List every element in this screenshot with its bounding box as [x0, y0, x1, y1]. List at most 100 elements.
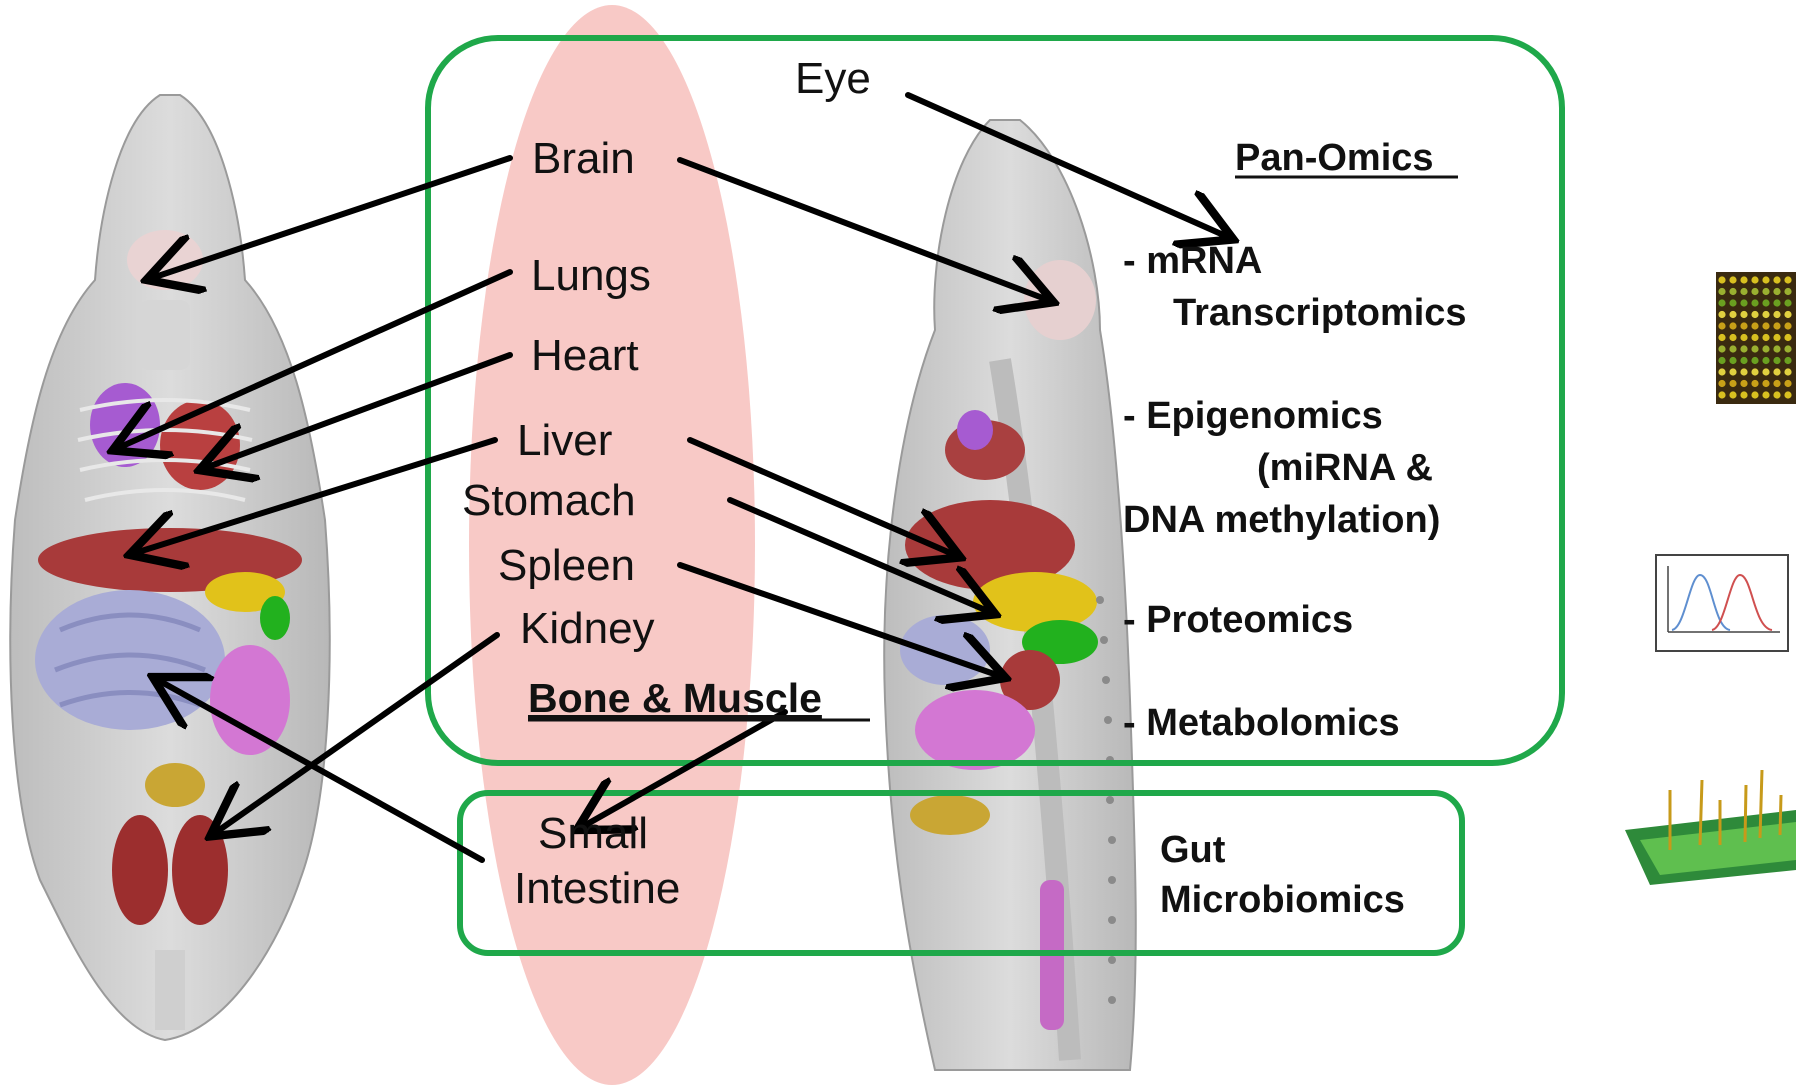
microarray-spot [1729, 334, 1736, 341]
microarray-spot [1740, 311, 1747, 318]
microarray-spot [1751, 380, 1758, 387]
microarray-spot [1729, 345, 1736, 352]
label-kidney: Kidney [520, 604, 655, 653]
label-liver: Liver [517, 416, 612, 465]
omics-mrna: - mRNA [1123, 240, 1262, 282]
microarray-spot [1751, 276, 1758, 283]
microarray-spot [1751, 322, 1758, 329]
microarray-spot [1740, 357, 1747, 364]
microarray-spot [1718, 276, 1725, 283]
microarray-spot [1784, 357, 1791, 364]
label-spleen: Spleen [498, 541, 635, 590]
label-lungs: Lungs [531, 251, 651, 300]
label-intestine: Intestine [514, 864, 680, 913]
microarray-thumbnail [1716, 272, 1796, 404]
mouse-side-illustration [884, 120, 1136, 1070]
microarray-spot [1762, 380, 1769, 387]
mass-spectrum-3d-thumbnail [1625, 770, 1796, 885]
microarray-spot [1773, 322, 1780, 329]
omics-proteomics: - Proteomics [1123, 599, 1353, 641]
microarray-spot [1729, 322, 1736, 329]
microarray-spot [1762, 276, 1769, 283]
microarray-spot [1751, 391, 1758, 398]
microarray-spot [1762, 334, 1769, 341]
microarray-spot [1718, 322, 1725, 329]
microarray-spot [1773, 299, 1780, 306]
omics-dna-methylation: DNA methylation) [1123, 499, 1440, 541]
microarray-spot [1784, 322, 1791, 329]
microarray-spot [1784, 299, 1791, 306]
microarray-spot [1740, 322, 1747, 329]
microarray-spot [1729, 288, 1736, 295]
microarray-spot [1773, 391, 1780, 398]
omics-transcriptomics: Transcriptomics [1173, 292, 1467, 334]
label-bone-muscle: Bone & Muscle [528, 675, 822, 721]
microarray-spot [1718, 391, 1725, 398]
microarray-spot [1784, 380, 1791, 387]
microarray-spot [1740, 276, 1747, 283]
omics-labels: Pan-Omics - mRNA Transcriptomics - Epige… [1123, 137, 1467, 921]
microarray-spot [1729, 368, 1736, 375]
microarray-spot [1718, 380, 1725, 387]
microarray-spot [1762, 322, 1769, 329]
microarray-spot [1718, 311, 1725, 318]
microarray-spot [1784, 334, 1791, 341]
microarray-spot [1751, 345, 1758, 352]
microarray-spot [1718, 299, 1725, 306]
microarray-spot [1762, 368, 1769, 375]
pan-omics-title: Pan-Omics [1235, 137, 1434, 179]
label-heart: Heart [531, 331, 639, 380]
microarray-spot [1751, 299, 1758, 306]
label-small: Small [538, 809, 648, 858]
microarray-spot [1751, 357, 1758, 364]
omics-gut: Gut [1160, 829, 1226, 871]
microarray-spot [1729, 299, 1736, 306]
microarray-spot [1762, 311, 1769, 318]
microarray-spot [1784, 368, 1791, 375]
microarray-spot [1740, 368, 1747, 375]
microarray-spot [1773, 357, 1780, 364]
label-eye: Eye [795, 54, 871, 103]
microarray-spot [1762, 391, 1769, 398]
spectrum-plot-thumbnail [1656, 555, 1788, 651]
microarray-spot [1718, 368, 1725, 375]
label-stomach: Stomach [462, 476, 636, 525]
microarray-spot [1740, 345, 1747, 352]
microarray-spot [1729, 380, 1736, 387]
omics-epigenomics: - Epigenomics [1123, 395, 1383, 437]
microarray-spot [1729, 357, 1736, 364]
microarray-spot [1784, 276, 1791, 283]
microarray-spot [1773, 380, 1780, 387]
omics-microbiomics: Microbiomics [1160, 879, 1405, 921]
microarray-spot [1718, 288, 1725, 295]
microarray-spot [1729, 391, 1736, 398]
microarray-spot [1729, 276, 1736, 283]
microarray-spot [1740, 391, 1747, 398]
microarray-spot [1718, 334, 1725, 341]
microarray-spot [1784, 288, 1791, 295]
microarray-spot [1751, 368, 1758, 375]
omics-mirna: (miRNA & [1257, 447, 1433, 489]
microarray-spot [1762, 299, 1769, 306]
microarray-spot [1773, 368, 1780, 375]
microarray-spot [1751, 288, 1758, 295]
microarray-spot [1773, 288, 1780, 295]
microarray-spot [1762, 345, 1769, 352]
microarray-spot [1773, 311, 1780, 318]
microarray-spot [1784, 345, 1791, 352]
omics-metabolomics: - Metabolomics [1123, 702, 1400, 744]
microarray-spot [1718, 357, 1725, 364]
microarray-spot [1740, 380, 1747, 387]
microarray-spot [1751, 334, 1758, 341]
microarray-spot [1762, 288, 1769, 295]
microarray-spot [1740, 299, 1747, 306]
microarray-spot [1729, 311, 1736, 318]
microarray-spot [1784, 391, 1791, 398]
microarray-spot [1751, 311, 1758, 318]
label-brain: Brain [532, 134, 635, 183]
microarray-spot [1740, 288, 1747, 295]
microarray-spot [1773, 345, 1780, 352]
microarray-spot [1784, 311, 1791, 318]
microarray-spot [1740, 334, 1747, 341]
